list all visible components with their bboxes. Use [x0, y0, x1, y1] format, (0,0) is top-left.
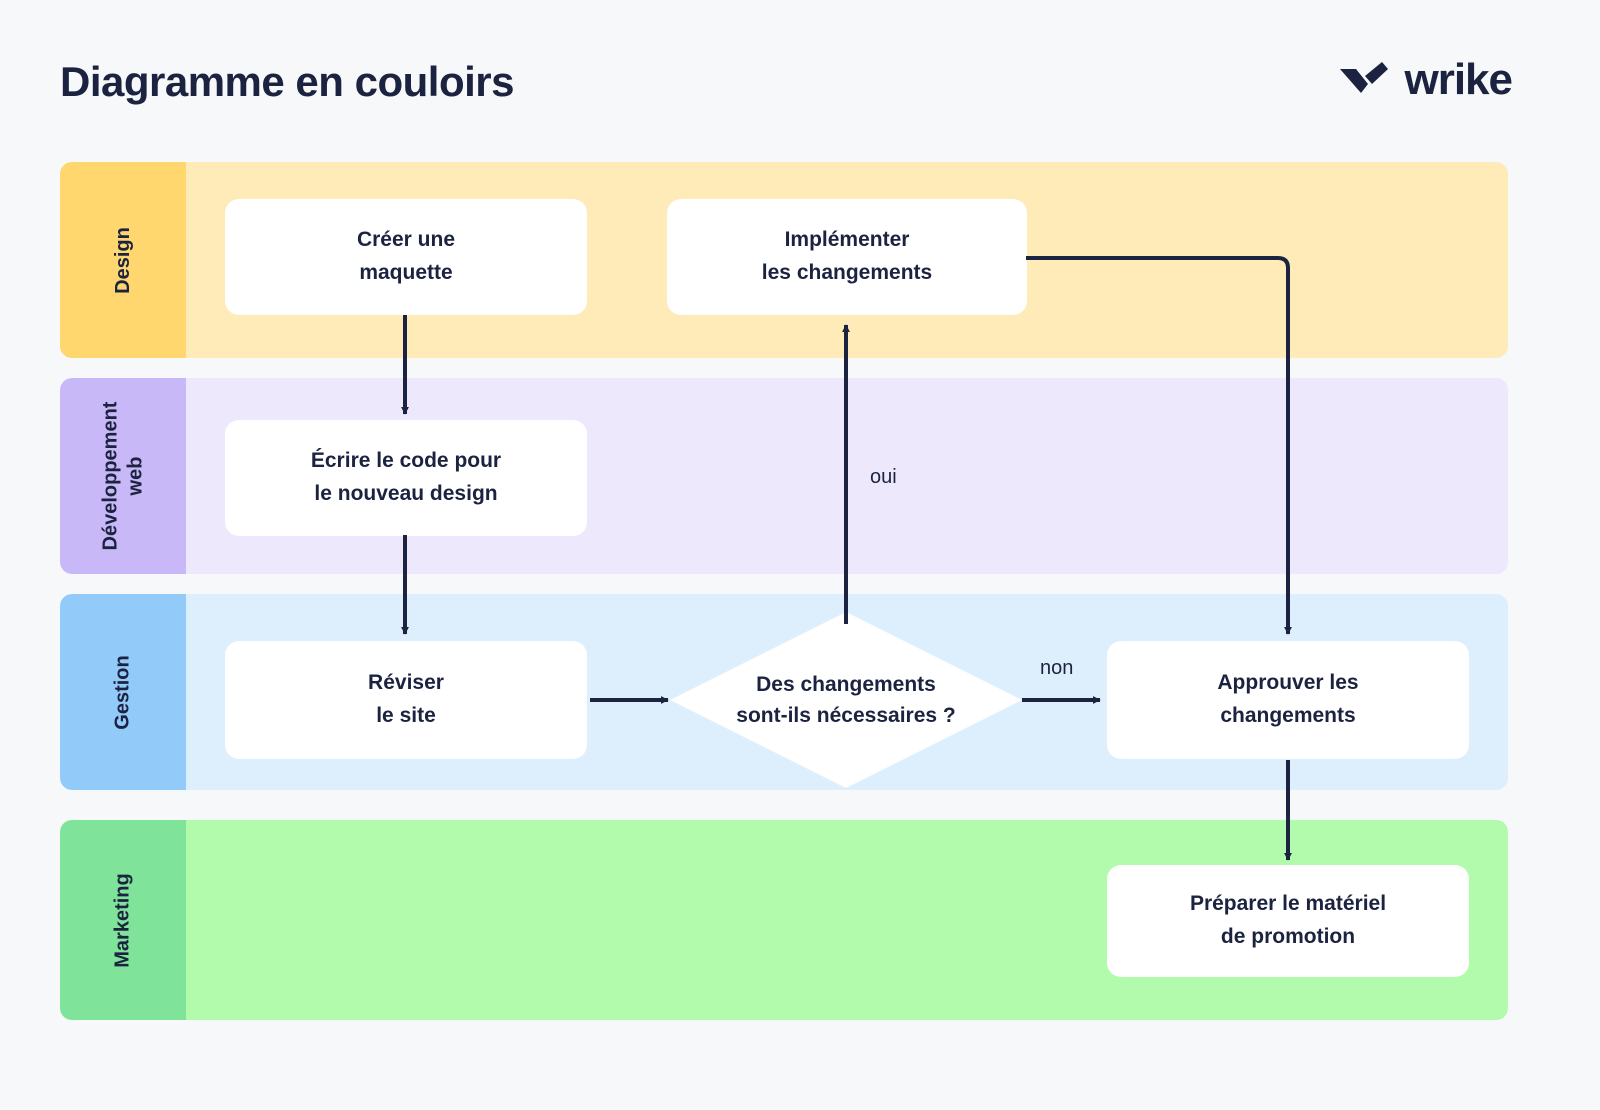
lane-label-developpement-web: Développement web — [98, 402, 148, 551]
node-ecrire-code-line1: Écrire le code pour — [310, 449, 502, 473]
lane-label-marketing-line1: Marketing — [111, 872, 134, 968]
node-creer-maquette[interactable]: Créer une maquette — [225, 199, 587, 315]
node-preparer-line1: Préparer le matériel — [1189, 892, 1387, 916]
node-preparer-line2: de promotion — [1220, 925, 1356, 948]
lane-label-dev-line1: Développement — [99, 401, 121, 551]
lane-label-marketing: Marketing — [111, 873, 136, 967]
node-implementer-changements[interactable]: Implémenter les changements — [667, 199, 1027, 315]
node-reviser-site-line1: Réviser — [368, 671, 444, 695]
node-ecrire-code[interactable]: Écrire le code pour le nouveau design — [225, 420, 587, 536]
page-title: Diagramme en couloirs — [60, 58, 514, 105]
node-reviser-site[interactable]: Réviser le site — [225, 641, 587, 759]
lane-header-gestion: Gestion — [60, 594, 186, 790]
decision-label: Des changements sont-ils nécessaires ? — [670, 612, 1022, 788]
lane-label-dev-line2: web — [124, 456, 146, 496]
node-creer-maquette-line1: Créer une — [356, 228, 456, 252]
lane-header-design: Design — [60, 162, 186, 358]
node-decision-line2: sont-ils nécessaires ? — [736, 704, 956, 727]
node-ecrire-code-line2: le nouveau design — [314, 482, 498, 505]
node-implementer-line2: les changements — [761, 261, 933, 284]
lane-label-gestion-line1: Gestion — [111, 654, 134, 730]
lane-label-gestion: Gestion — [110, 655, 135, 729]
edge-label-non: non — [1040, 657, 1074, 679]
node-approuver-line1: Approuver les — [1217, 671, 1359, 695]
lane-header-developpement-web: Développement web — [60, 378, 186, 574]
node-preparer-materiel-promotion[interactable]: Préparer le matériel de promotion — [1107, 865, 1469, 977]
lane-label-design: Design — [111, 227, 136, 294]
node-approuver-changements[interactable]: Approuver les changements — [1107, 641, 1469, 759]
node-reviser-site-line2: le site — [376, 704, 436, 727]
edge-label-oui: oui — [870, 466, 897, 488]
brand-name: wrike — [1404, 55, 1513, 104]
lane-header-marketing: Marketing — [60, 820, 186, 1020]
node-decision-changements-necessaires[interactable]: Des changements sont-ils nécessaires ? — [670, 612, 1022, 788]
wrike-logo: wrike — [1338, 55, 1513, 104]
node-implementer-line1: Implémenter — [784, 228, 910, 252]
wrike-checkmark-logo-icon — [1340, 62, 1389, 93]
node-decision-line1: Des changements — [756, 672, 936, 696]
node-approuver-line2: changements — [1220, 704, 1356, 727]
lane-label-design-line1: Design — [111, 226, 134, 294]
node-creer-maquette-line2: maquette — [359, 261, 453, 284]
